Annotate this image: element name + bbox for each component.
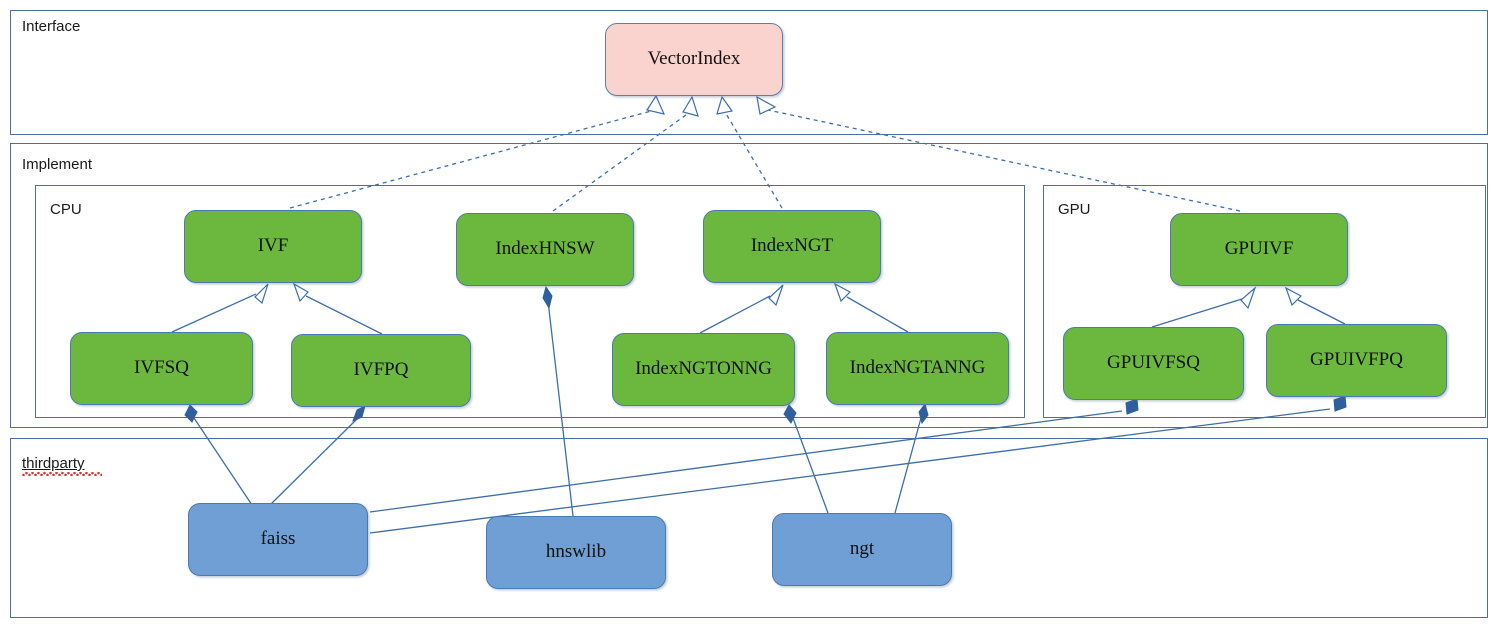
node-ivf[interactable]: IVF (184, 210, 362, 283)
node-indexngtonng[interactable]: IndexNGTONNG (612, 333, 795, 406)
group-label-cpu: CPU (50, 201, 82, 218)
node-label: ngt (849, 538, 875, 560)
node-label: GPUIVFSQ (1107, 352, 1200, 374)
group-label-gpu: GPU (1058, 201, 1091, 218)
node-gpuivfsq[interactable]: GPUIVFSQ (1063, 327, 1244, 400)
node-ivfpq[interactable]: IVFPQ (291, 334, 471, 407)
node-vectorindex[interactable]: VectorIndex (605, 23, 783, 96)
group-label-implement: Implement (22, 156, 93, 173)
node-label: IVFSQ (134, 357, 189, 379)
node-label: GPUIVFPQ (1310, 349, 1403, 371)
node-indexngt[interactable]: IndexNGT (703, 210, 881, 283)
node-label: IVFPQ (353, 359, 409, 381)
node-gpuivfpq[interactable]: GPUIVFPQ (1266, 324, 1447, 397)
node-hnswlib[interactable]: hnswlib (486, 516, 666, 589)
node-label: GPUIVF (1224, 238, 1294, 260)
node-label: hnswlib (545, 541, 607, 563)
node-indexngtanng[interactable]: IndexNGTANNG (826, 332, 1009, 405)
node-gpuivf[interactable]: GPUIVF (1170, 213, 1348, 286)
group-label-interface: Interface (22, 18, 81, 35)
node-label: IndexNGTANNG (849, 357, 986, 379)
node-label: IndexHNSW (495, 238, 595, 260)
node-label: IVF (257, 235, 289, 257)
node-faiss[interactable]: faiss (188, 503, 368, 576)
node-label: IndexNGTONNG (635, 358, 772, 380)
node-label: IndexNGT (750, 235, 834, 257)
group-label-thirdparty: thirdparty (22, 455, 85, 472)
node-label: VectorIndex (647, 48, 741, 70)
spellcheck-underline (22, 472, 102, 476)
node-indexhnsw[interactable]: IndexHNSW (456, 213, 634, 286)
node-ivfsq[interactable]: IVFSQ (70, 332, 253, 405)
node-label: faiss (260, 528, 296, 550)
node-ngt[interactable]: ngt (772, 513, 952, 586)
